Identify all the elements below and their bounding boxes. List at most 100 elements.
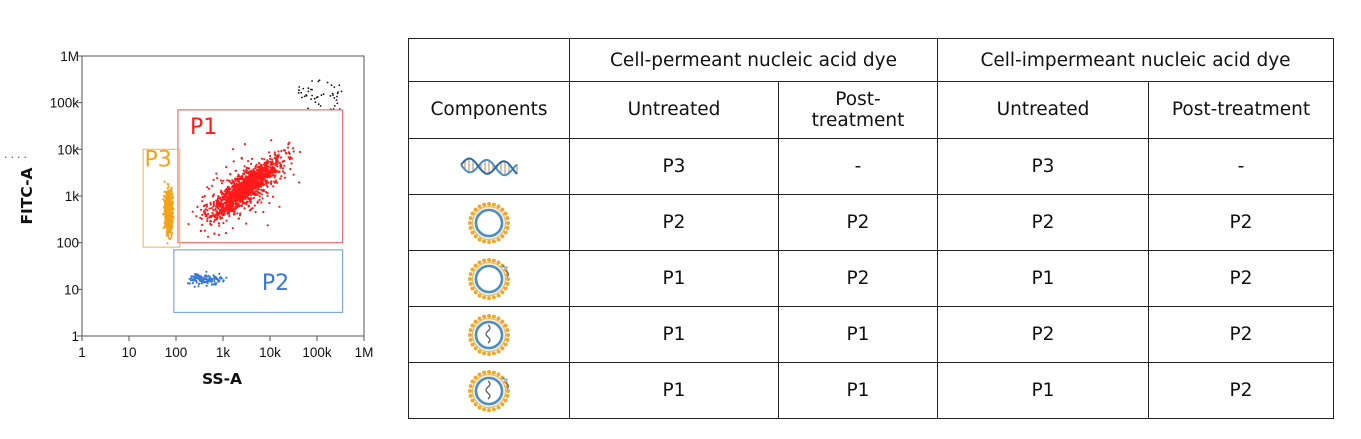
p1-event xyxy=(272,173,275,176)
p1-event xyxy=(246,167,249,170)
p3-event xyxy=(170,190,173,193)
p1-event xyxy=(196,205,199,208)
p1-event xyxy=(246,178,249,181)
p2-event xyxy=(198,282,201,285)
p1-event xyxy=(224,207,228,210)
p2-event xyxy=(198,278,201,281)
p3-event xyxy=(168,215,172,218)
y-tick-label: 100k xyxy=(50,96,80,111)
x-tick-label: 100k xyxy=(302,345,332,360)
p1-event xyxy=(239,191,242,194)
p1-event xyxy=(258,185,261,188)
p1-event xyxy=(241,177,244,180)
p1-event xyxy=(226,191,229,194)
p1-event xyxy=(251,207,254,210)
p1-event xyxy=(271,169,274,172)
p1-event xyxy=(222,212,225,215)
p1-event xyxy=(226,199,229,202)
p1-event xyxy=(243,183,246,186)
p1-event xyxy=(235,198,238,201)
p1-event xyxy=(281,160,284,163)
p1-event xyxy=(191,210,194,213)
p1-event xyxy=(290,162,293,165)
p1-event xyxy=(231,227,234,230)
p1-event xyxy=(255,163,258,166)
table-cell: P1 xyxy=(778,306,938,363)
p2-event xyxy=(195,279,198,282)
p1-event xyxy=(245,222,248,225)
p1-event xyxy=(234,185,237,188)
table-cell: - xyxy=(1148,138,1334,195)
p1-event xyxy=(236,212,239,215)
p1-event xyxy=(223,201,226,204)
p1-event xyxy=(208,207,211,210)
p1-event xyxy=(278,205,281,208)
decorative-dots: .... xyxy=(4,148,30,161)
table-cell: P2 xyxy=(937,194,1149,251)
p1-event xyxy=(254,183,257,186)
p1-event xyxy=(216,199,220,202)
debris-event xyxy=(340,90,343,93)
debris-event xyxy=(307,90,310,93)
debris-event xyxy=(326,81,329,84)
p1-event xyxy=(199,229,202,232)
p1-event xyxy=(270,139,273,142)
p2-event xyxy=(194,274,197,277)
p1-event xyxy=(199,208,203,211)
debris-event xyxy=(310,98,312,100)
p3-event xyxy=(164,217,167,220)
p1-event xyxy=(216,177,219,180)
debris-event xyxy=(305,94,308,97)
p2-event xyxy=(197,285,200,288)
p1-event xyxy=(245,203,248,206)
p1-event xyxy=(238,188,241,191)
p1-event xyxy=(251,157,254,160)
p3-event xyxy=(168,219,171,222)
p1-event xyxy=(220,207,223,210)
p1-event xyxy=(225,189,228,192)
p3-event xyxy=(166,213,169,216)
p2-event xyxy=(210,280,213,283)
p1-event xyxy=(264,170,267,174)
p1-event xyxy=(260,188,263,191)
p1-event xyxy=(248,209,251,212)
table-header-row-2: Components Untreated Post- treatment Unt… xyxy=(408,81,1334,139)
p2-event xyxy=(193,285,196,288)
p1-event xyxy=(219,191,223,194)
p1-event xyxy=(187,222,190,226)
p3-event xyxy=(166,201,169,204)
p3-event xyxy=(163,225,166,228)
p1-event xyxy=(221,216,224,220)
p2-event xyxy=(196,273,200,276)
p1-event xyxy=(257,188,260,191)
p1-event xyxy=(289,167,292,171)
p1-event xyxy=(292,150,295,153)
p1-event xyxy=(257,165,260,168)
p3-event xyxy=(169,193,172,196)
p2-event xyxy=(207,279,210,282)
debris-event xyxy=(298,86,301,88)
p1-event xyxy=(212,200,215,204)
p1-event xyxy=(272,162,275,165)
p1-event xyxy=(269,163,272,166)
p1-event xyxy=(270,182,273,185)
p1-event xyxy=(275,181,279,184)
debris-event xyxy=(302,87,305,90)
debris-event xyxy=(317,103,320,106)
p1-event xyxy=(292,173,295,176)
p2-event xyxy=(218,279,221,283)
p1-event xyxy=(281,170,285,173)
p1-event xyxy=(256,181,259,184)
table-cell: P2 xyxy=(1148,194,1334,251)
p1-event xyxy=(255,185,258,188)
p3-event xyxy=(165,234,168,237)
p1-event xyxy=(201,200,204,203)
debris-event xyxy=(330,84,333,87)
p1-event xyxy=(240,204,244,207)
p1-event xyxy=(204,215,207,218)
table-header-permeant: Cell-permeant nucleic acid dye xyxy=(569,38,938,82)
p1-event xyxy=(274,164,277,167)
p1-event xyxy=(249,194,252,197)
